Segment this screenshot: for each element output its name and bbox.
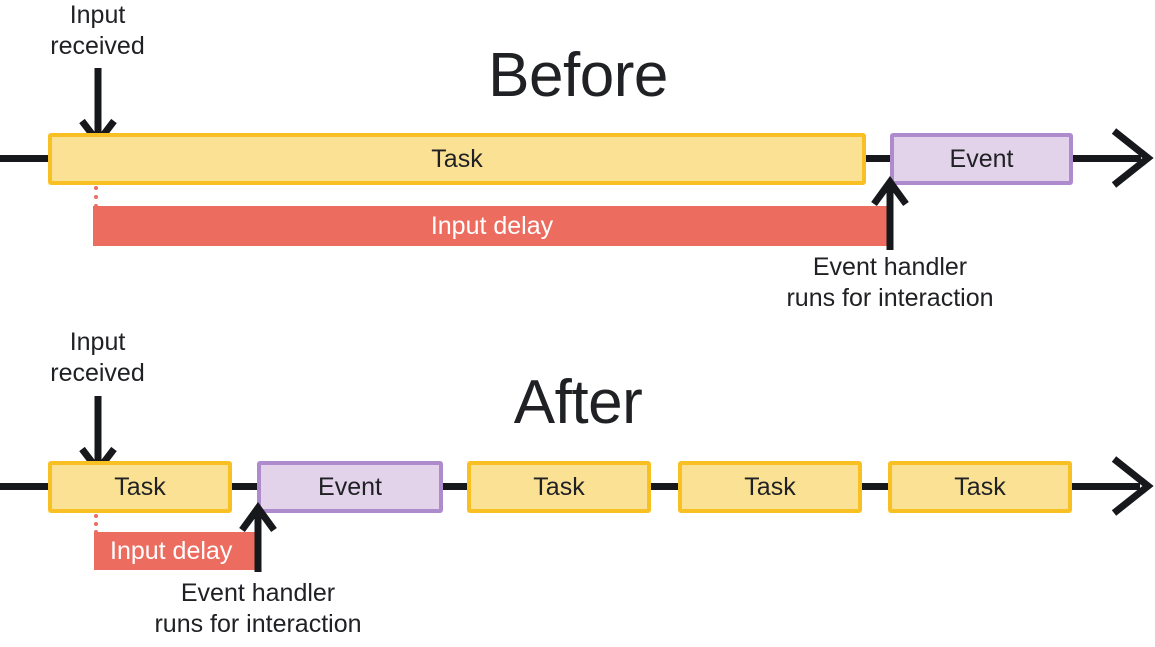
before-event-handler-label: Event handler runs for interaction [786, 253, 994, 312]
before-timeline-rail-left [0, 155, 52, 162]
after-task-label-1: Task [114, 472, 166, 501]
after-input-delay-label: Input delay [110, 536, 233, 565]
before-input-delay-label: Input delay [430, 211, 554, 240]
after-event-label: Event [318, 472, 382, 501]
before-connector-task-event [862, 155, 894, 162]
before-timeline-arrowhead [1111, 128, 1154, 188]
after-event-handler-arrow [239, 502, 277, 572]
before-section-title: Before [488, 41, 668, 110]
after-event-handler-label: Event handler runs for interaction [154, 579, 362, 638]
after-timeline-rail-left [0, 483, 52, 490]
before-event-block: Event [890, 133, 1073, 185]
after-timeline-rail-right [1068, 483, 1140, 490]
after-task-block-1: Task [48, 461, 232, 513]
after-connector-3 [646, 483, 682, 490]
before-timeline-rail-right [1069, 155, 1141, 162]
after-task-label-2: Task [533, 472, 585, 501]
before-event-handler-arrow [871, 176, 909, 250]
after-input-delay-bar: Input delay [94, 532, 258, 570]
before-event-label: Event [949, 144, 1014, 173]
after-input-delay-guide [94, 514, 98, 534]
after-event-block: Event [257, 461, 443, 513]
before-input-received-label: Input received [50, 1, 145, 60]
after-input-received-label: Input received [50, 328, 145, 387]
after-connector-4 [858, 483, 892, 490]
after-task-block-2: Task [467, 461, 651, 513]
before-task-block: Task [48, 133, 866, 185]
after-task-label-4: Task [954, 472, 1006, 501]
after-connector-1 [228, 483, 261, 490]
after-timeline-arrowhead [1111, 456, 1154, 516]
after-task-block-3: Task [678, 461, 862, 513]
after-task-block-4: Task [888, 461, 1072, 513]
after-task-label-3: Task [744, 472, 796, 501]
before-input-delay-bar: Input delay [93, 206, 891, 246]
after-connector-2 [439, 483, 472, 490]
after-section-title: After [513, 368, 643, 437]
before-task-label: Task [431, 144, 483, 173]
before-input-delay-guide [94, 186, 98, 208]
